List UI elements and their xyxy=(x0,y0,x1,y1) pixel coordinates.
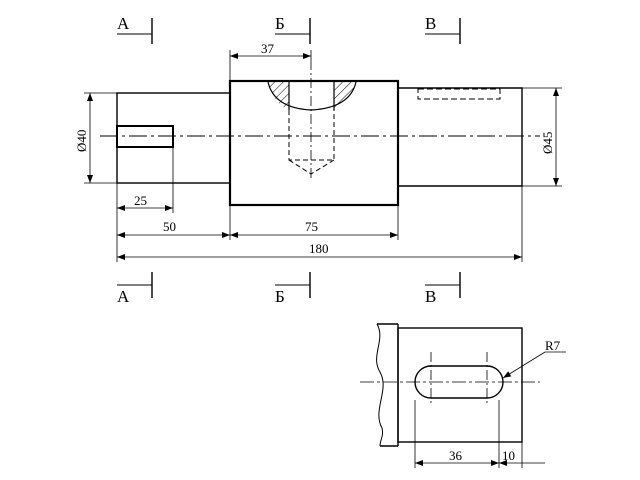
section-markers-bottom xyxy=(117,272,461,298)
hidden-hole-tip xyxy=(288,159,335,175)
section-b-bottom-label: Б xyxy=(275,287,285,306)
dimension-lengths xyxy=(116,147,523,262)
section-b-top-label: Б xyxy=(275,14,285,33)
section-v-bottom-label: В xyxy=(425,287,436,306)
right-keyway-hidden xyxy=(417,88,501,100)
dimension-dia-40-label: Ø40 xyxy=(74,130,89,152)
dimension-dia-45-label: Ø45 xyxy=(540,132,555,154)
shaft-end-face xyxy=(397,327,523,443)
section-a-bottom-label: А xyxy=(117,287,130,306)
section-a-top-label: А xyxy=(117,14,130,33)
section-markers-top xyxy=(117,18,461,44)
dimension-75-label: 75 xyxy=(305,219,318,234)
dimension-50-label: 50 xyxy=(163,219,176,234)
shaft-main-view xyxy=(100,60,540,207)
left-keyway xyxy=(116,125,174,148)
radius-r7-label: R7 xyxy=(545,338,561,353)
dimension-37-label: 37 xyxy=(261,41,275,56)
hatch-left xyxy=(268,82,289,110)
hidden-hole xyxy=(288,110,335,161)
middle-block xyxy=(228,79,400,207)
detail-view-v xyxy=(360,323,566,468)
break-edge xyxy=(377,323,398,447)
dimension-37 xyxy=(229,50,312,80)
hatch-right xyxy=(334,82,356,110)
section-v-top-label: В xyxy=(425,14,436,33)
dimension-25-label: 25 xyxy=(134,193,147,208)
dimension-10-label: 10 xyxy=(502,448,515,463)
dimension-180-label: 180 xyxy=(309,241,329,256)
break-line xyxy=(376,323,384,447)
dimension-dia-45 xyxy=(522,87,562,187)
dimension-dia-40 xyxy=(84,92,117,184)
dimension-36-label: 36 xyxy=(449,448,463,463)
right-shaft-section xyxy=(398,87,523,187)
